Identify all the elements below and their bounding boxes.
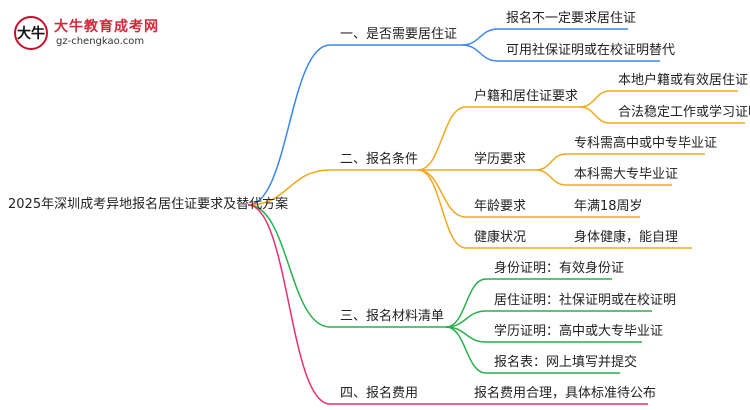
connector-root-b3 <box>247 204 331 328</box>
connector-b2-s1-l2 <box>579 106 611 124</box>
connector-b2-s2-l2 <box>535 169 567 186</box>
branch-3-leaf-4: 报名表：网上填写并提交 <box>494 355 638 370</box>
connector-b2-s1-l1 <box>579 90 611 108</box>
site-logo: 大牛 大牛教育成考网 gz-chengkao.com <box>8 10 188 54</box>
connector-b2-s2-l1 <box>535 153 567 171</box>
connector-b1-l1 <box>461 28 499 46</box>
connector-b3-l1 <box>445 278 487 328</box>
branch-3-leaf-1: 身份证明：有效身份证 <box>494 261 625 276</box>
connector-b2-s1 <box>417 106 467 171</box>
branch-3-leaf-3: 学历证明：高中或大专毕业证 <box>494 324 664 339</box>
branch-2-sub-1-leaf-2: 合法稳定工作或学习证明 <box>618 105 750 120</box>
branch-2-sub-1-leaf-1: 本地户籍或有效居住证 <box>618 73 749 88</box>
connector-root-b1 <box>247 44 331 206</box>
branch-2-sub-4-leaf-1: 身体健康，能自理 <box>574 230 679 245</box>
branch-2-sub-3: 年龄要求 <box>474 199 527 214</box>
logo-emblem-icon: 大牛 <box>14 16 48 50</box>
branch-1-label: 一、是否需要居住证 <box>340 27 458 42</box>
branch-3-leaf-2: 居住证明：社保证明或在校证明 <box>494 293 677 308</box>
branch-1-leaf-2: 可用社保证明或在校证明替代 <box>506 43 676 58</box>
connector-b2-s3 <box>417 169 467 218</box>
connector-root-b2 <box>247 169 331 206</box>
connector-b3-l4 <box>445 326 487 374</box>
branch-3-label: 三、报名材料清单 <box>340 309 445 324</box>
branch-2-sub-2-leaf-1: 专科需高中或中专毕业证 <box>574 136 718 151</box>
branch-2-sub-3-leaf-1: 年满18周岁 <box>574 199 643 214</box>
branch-2-sub-2: 学历要求 <box>474 152 527 167</box>
branch-2-sub-1: 户籍和居住证要求 <box>474 89 579 104</box>
root-topic: 2025年深圳成考异地报名居住证要求及替代方案 <box>8 197 289 212</box>
logo-url: gz-chengkao.com <box>56 36 145 47</box>
branch-1-leaf-1: 报名不一定要求居住证 <box>506 11 637 26</box>
branch-2-label: 二、报名条件 <box>340 152 419 167</box>
connector-b1-l2 <box>461 44 499 62</box>
connector-root-b4 <box>247 204 331 405</box>
branch-4-label: 四、报名费用 <box>340 386 419 401</box>
connector-b2-s4 <box>417 169 467 249</box>
branch-4-leaf-1: 报名费用合理，具体标准待公布 <box>474 386 657 401</box>
logo-title: 大牛教育成考网 <box>54 19 159 35</box>
branch-2-sub-2-leaf-2: 本科需大专毕业证 <box>574 167 679 182</box>
branch-2-sub-4: 健康状况 <box>474 230 527 245</box>
